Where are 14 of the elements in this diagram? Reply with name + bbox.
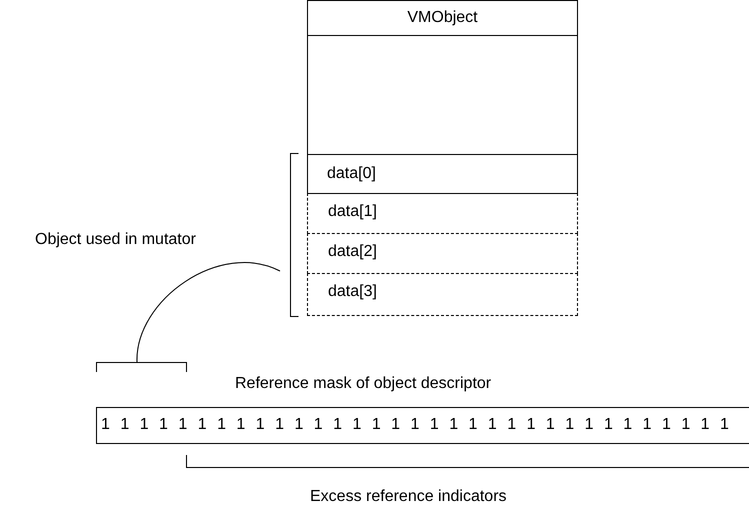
annotation-text: Reference mask of object descriptor	[235, 375, 492, 393]
bit-mask-box	[96, 407, 749, 444]
row-label: data[2]	[328, 243, 377, 261]
annotation-text: Object used in mutator	[35, 231, 196, 249]
bit-values: 1 1 1 1 1 1 1 1 1 1 1 1 1 1 1 1 1 1 1 1 1 1 1 1 1 1 1 1 1 1 1 1 1	[101, 416, 729, 434]
row-label: data[3]	[328, 283, 377, 301]
annotation-text: Excess reference indicators	[310, 488, 507, 506]
row-label: data[1]	[328, 203, 377, 221]
dashed-data-row	[307, 193, 578, 234]
row-label: data[0]	[327, 165, 376, 183]
object-box	[307, 0, 578, 194]
dashed-data-row	[307, 233, 578, 274]
object-title: VMObject	[308, 1, 577, 36]
dashed-data-row	[307, 273, 578, 316]
